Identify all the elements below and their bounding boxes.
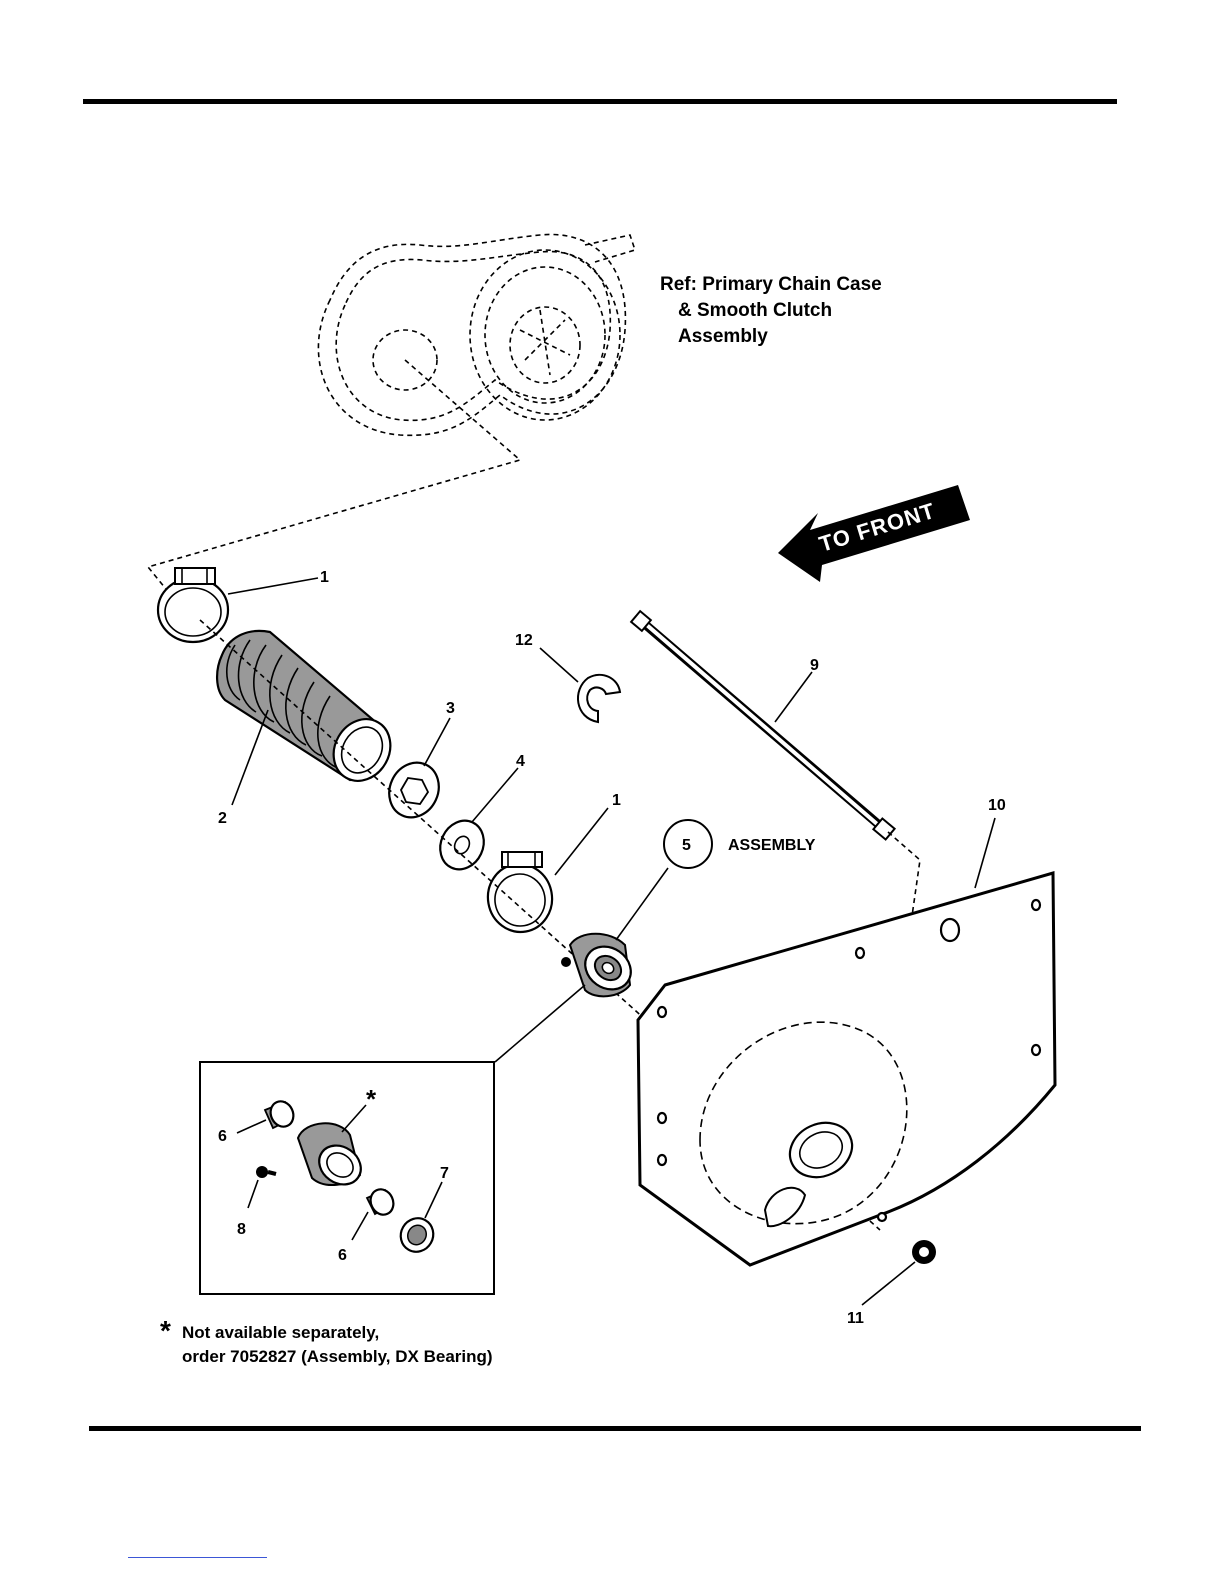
callout-9: 9 [810, 657, 819, 674]
footnote-line-2: order 7052827 (Assembly, DX Bearing) [182, 1347, 493, 1366]
chain-case-reference-drawing [148, 234, 635, 600]
callout-8: 8 [237, 1221, 246, 1238]
callout-1-middle: 1 [612, 792, 621, 809]
callout-4: 4 [516, 753, 525, 770]
callout-5-number: 5 [682, 837, 691, 854]
mounting-plate [638, 818, 1055, 1265]
reference-line-1: Ref: Primary Chain Case [660, 274, 882, 295]
hex-washer [380, 718, 450, 826]
bottom-rule [89, 1426, 1141, 1431]
callout-asterisk: * [366, 1084, 377, 1114]
callout-12: 12 [515, 632, 533, 649]
footnote-star: * [160, 1315, 171, 1346]
footnote-line-1: Not available separately, [182, 1323, 379, 1342]
retaining-clip [540, 648, 620, 722]
callout-11: 11 [847, 1310, 864, 1327]
hose-clamp-middle [483, 808, 608, 937]
callout-3: 3 [446, 700, 455, 717]
callout-10: 10 [988, 797, 1006, 814]
callout-6-lower: 6 [338, 1247, 347, 1264]
link-underline[interactable] [128, 1557, 267, 1558]
reference-line-3: Assembly [678, 326, 768, 347]
callout-2: 2 [218, 810, 227, 827]
callout-1-top: 1 [320, 569, 329, 586]
to-front-arrow: TO FRONT [778, 485, 970, 582]
callout-6-upper: 6 [218, 1128, 227, 1145]
hex-nut [862, 1240, 936, 1305]
reference-line-2: & Smooth Clutch [678, 300, 832, 321]
callout-7: 7 [440, 1165, 449, 1182]
bearing-detail-inset [200, 1062, 494, 1294]
hose-clamp-top [158, 568, 318, 642]
callout-5-label: ASSEMBLY [728, 837, 816, 854]
